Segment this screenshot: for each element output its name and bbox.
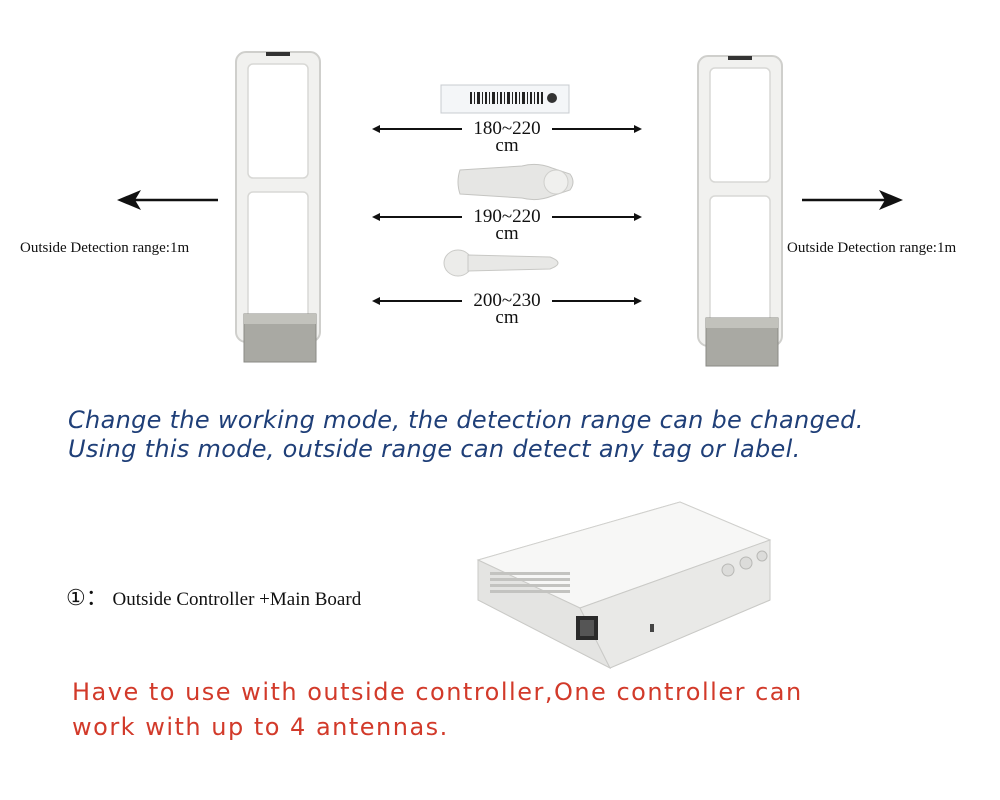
hard-tag-icon — [457, 163, 574, 201]
right-range-label: Outside Detection range:1m — [787, 240, 957, 256]
left-range-label: Outside Detection range:1m — [20, 240, 190, 256]
distance-row-2: 190~220 cm — [372, 206, 642, 243]
distance-unit-3: cm — [495, 307, 519, 328]
distance-value-3: 200~230 — [473, 290, 541, 311]
left-outward-arrow-icon — [117, 190, 218, 210]
distance-value-2: 190~220 — [473, 206, 541, 227]
usage-note-line-2: work with up to 4 antennas. — [72, 713, 449, 741]
distance-unit-2: cm — [495, 223, 519, 244]
controller-box-image — [476, 501, 772, 670]
mode-description-line-1: Change the working mode, the detection r… — [68, 406, 864, 434]
distance-value-1: 180~220 — [473, 118, 541, 139]
right-antenna-image — [697, 55, 783, 367]
distance-arrow-1 — [372, 125, 642, 133]
controller-label-text: Outside Controller +Main Board — [112, 589, 362, 610]
distance-row-1: 180~220 cm — [372, 118, 642, 155]
circled-number-marker: ①： — [66, 585, 108, 610]
pencil-tag-icon — [443, 249, 559, 277]
controller-label: ①： Outside Controller +Main Board — [66, 580, 361, 612]
usage-note-line-1: Have to use with outside controller,One … — [72, 678, 803, 706]
distance-arrow-2 — [372, 213, 642, 221]
distance-unit-1: cm — [495, 135, 519, 156]
label-tag-icon — [440, 84, 570, 114]
distance-row-3: 200~230 cm — [372, 290, 642, 327]
left-antenna-image — [235, 51, 321, 363]
distance-arrow-3 — [372, 297, 642, 305]
mode-description-line-2: Using this mode, outside range can detec… — [68, 435, 801, 463]
right-outward-arrow-icon — [802, 190, 903, 210]
